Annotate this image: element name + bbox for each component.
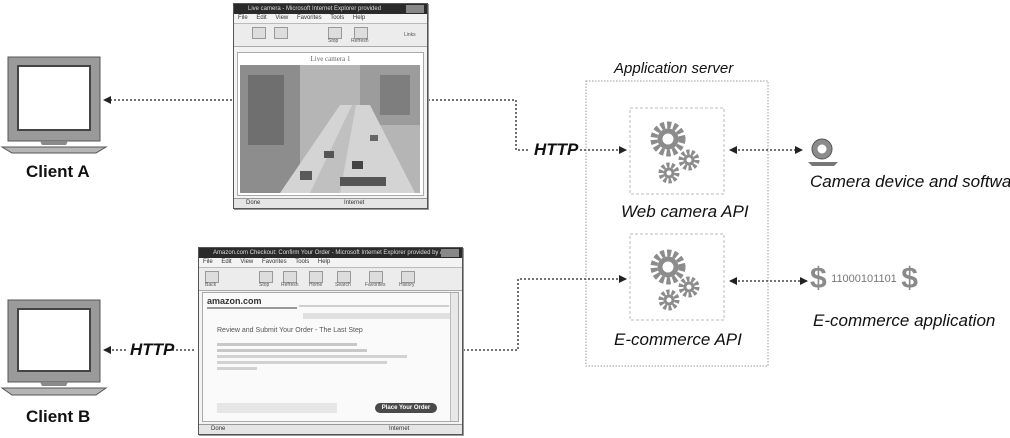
stop-label: Stop: [328, 38, 339, 44]
live-camera-image: [240, 65, 420, 193]
stop-icon[interactable]: [259, 271, 273, 283]
scrollbar[interactable]: [450, 293, 458, 421]
menu-item[interactable]: Favorites: [261, 259, 287, 265]
ecommerce-application-label: E-commerce application: [813, 311, 996, 330]
amazon-menubar: File Edit View Favorites Tools Help: [199, 258, 462, 268]
camera-device-icon: [808, 138, 838, 166]
ecommerce-app-icon: $ 11000101101 $: [810, 262, 918, 296]
ecommerce-api-label: E-commerce API: [614, 330, 742, 349]
client-b-computer-icon: [0, 299, 108, 396]
menu-item[interactable]: Edit: [256, 15, 267, 21]
window-controls-icon[interactable]: [406, 5, 424, 13]
ecommerce-api-gears-icon: [650, 249, 700, 311]
webcam-menubar: File Edit View Favorites Tools Help: [234, 14, 427, 24]
menu-item[interactable]: Help: [352, 15, 366, 21]
client-a-computer-icon: [0, 56, 108, 154]
place-order-button[interactable]: Place Your Order: [375, 403, 437, 413]
client-a-label: Client A: [26, 162, 90, 181]
menu-item[interactable]: Tools: [330, 15, 345, 21]
webcam-toolbar: Stop Refresh Links: [234, 24, 427, 47]
dollar-sign-left: $: [810, 262, 827, 295]
back-icon[interactable]: [252, 27, 266, 39]
toolbar-label: Search: [335, 282, 351, 288]
ecommerce-api-box: [629, 233, 725, 321]
connector-webcam-http: [428, 99, 530, 151]
order-note-box: [217, 403, 337, 413]
application-server-title: Application server: [614, 60, 734, 77]
webcam-browser-window: Live camera - Microsoft Internet Explore…: [233, 3, 428, 209]
amazon-logo[interactable]: amazon.com: [207, 296, 262, 306]
toolbar-label: Favorites: [365, 282, 386, 288]
amazon-browser-window: Amazon.com Checkout: Confirm Your Order …: [198, 247, 463, 435]
menu-item[interactable]: Edit: [221, 259, 232, 265]
amazon-statusbar: Done Internet: [199, 424, 462, 434]
refresh-icon[interactable]: [283, 271, 297, 283]
webcam-window-titlebar: Live camera - Microsoft Internet Explore…: [234, 4, 427, 14]
text-line: [217, 367, 257, 370]
toolbar-label: Back: [205, 282, 217, 288]
home-icon[interactable]: [309, 271, 323, 283]
toolbar-label: Home: [309, 282, 323, 288]
menu-item[interactable]: View: [275, 15, 289, 21]
menu-item[interactable]: File: [203, 259, 213, 265]
camera-device-label: Camera device and software: [810, 172, 1010, 191]
webcam-window-title: Live camera - Microsoft Internet Explore…: [248, 6, 382, 12]
favorites-icon[interactable]: [369, 271, 383, 283]
webcam-page-heading: Live camera 1: [310, 55, 351, 63]
text-line: [217, 361, 387, 364]
http-label-top: HTTP: [534, 140, 579, 159]
status-done: Done: [246, 200, 261, 206]
amazon-page-content: amazon.com Review and Submit Your Order …: [202, 292, 459, 422]
toolbar-label: Refresh: [281, 282, 299, 288]
refresh-icon[interactable]: [354, 27, 368, 39]
history-icon[interactable]: [401, 271, 415, 283]
text-line: [217, 355, 407, 358]
nav-line: [299, 305, 449, 307]
amazon-page-heading: Review and Submit Your Order - The Last …: [217, 327, 363, 334]
menu-item[interactable]: File: [238, 15, 248, 21]
menu-item[interactable]: Favorites: [296, 15, 322, 21]
application-server-box: [585, 80, 769, 367]
window-controls-icon[interactable]: [441, 249, 459, 257]
text-line: [217, 349, 367, 352]
toolbar-label: Stop: [259, 282, 270, 288]
toolbar-label: History: [399, 282, 415, 288]
amazon-window-title: Amazon.com Checkout: Confirm Your Order …: [213, 250, 452, 256]
status-zone: Internet: [389, 426, 410, 432]
webcam-page-content: Live camera 1: [237, 52, 424, 196]
stop-icon[interactable]: [328, 27, 342, 39]
nav-tabs[interactable]: [303, 313, 453, 319]
connector-amazon-ecommerce: [463, 275, 627, 351]
dollar-sign-right: $: [901, 262, 918, 295]
webcam-api-gears-icon: [650, 121, 700, 184]
http-label-bottom: HTTP: [130, 340, 175, 359]
menu-item[interactable]: Help: [317, 259, 331, 265]
refresh-label: Refresh: [351, 38, 369, 44]
binary-text: 11000101101: [831, 273, 897, 285]
status-zone: Internet: [344, 200, 365, 206]
client-b-label: Client B: [26, 407, 91, 426]
webcam-api-box: [629, 107, 725, 195]
status-done: Done: [211, 426, 226, 432]
search-icon[interactable]: [337, 271, 351, 283]
webcam-statusbar: Done Internet: [234, 198, 427, 208]
forward-icon[interactable]: [274, 27, 288, 39]
links-label[interactable]: Links: [404, 32, 416, 38]
menu-item[interactable]: View: [240, 259, 254, 265]
menu-item[interactable]: Tools: [295, 259, 310, 265]
text-line: [217, 343, 357, 346]
amazon-window-titlebar: Amazon.com Checkout: Confirm Your Order …: [199, 248, 462, 258]
webcam-api-label: Web camera API: [621, 202, 749, 221]
back-icon[interactable]: [205, 271, 219, 283]
amazon-toolbar: Back Stop Refresh Home Search Favorites …: [199, 268, 462, 291]
logo-underline: [207, 307, 297, 309]
